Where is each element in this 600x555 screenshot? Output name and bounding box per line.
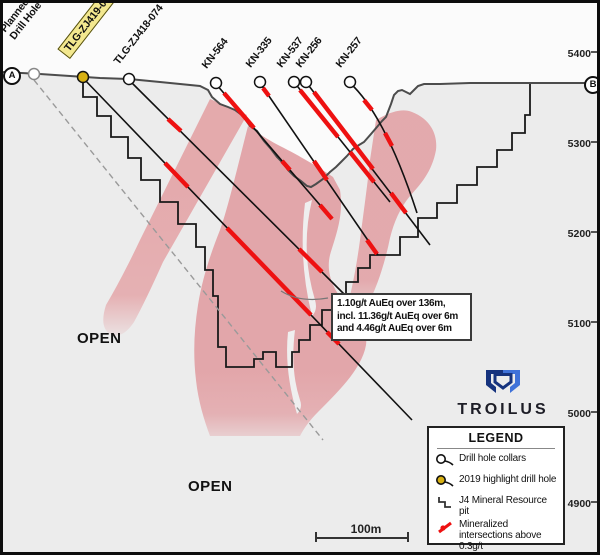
collar-tlg-zj418-074 <box>122 72 136 86</box>
pit-outline-icon <box>435 495 459 514</box>
open-label-lower: OPEN <box>188 478 233 495</box>
section-marker-b: B <box>584 76 597 94</box>
mineralized-intersections <box>163 86 408 346</box>
collar-planned <box>27 67 41 81</box>
legend-divider <box>437 448 555 449</box>
troilus-logo: TROILUS <box>451 365 555 419</box>
elevation-label: 4900 <box>567 498 591 510</box>
legend-item-intersections: Mineralized intersections above 0.3g/t <box>435 519 557 552</box>
elevation-label: 5000 <box>567 408 591 420</box>
planned-drill-hole-trace <box>33 79 324 441</box>
mineralized-zone-right <box>342 110 437 332</box>
elevation-ticks <box>591 51 597 503</box>
elevation-label: 5300 <box>567 138 591 150</box>
legend-item-collars: Drill hole collars <box>435 453 557 472</box>
zone-gap-sliver <box>287 330 301 414</box>
legend-title: LEGEND <box>468 431 524 445</box>
elevation-label: 5100 <box>567 318 591 330</box>
legend-item-label: Mineralized intersections above 0.3g/t <box>459 519 542 552</box>
collar-tlg-zj419-094 <box>76 70 90 84</box>
collar-kn-335 <box>253 75 267 89</box>
troilus-logo-icon <box>486 370 520 393</box>
open-label-upper: OPEN <box>77 330 122 347</box>
j4-resource-pit-outline <box>82 78 531 368</box>
collar-kn-257 <box>343 75 357 89</box>
annotation-line-1: 1.10g/t AuEq over 136m, <box>337 298 446 309</box>
annotation-line-3: and 4.46g/t AuEq over 6m <box>337 323 452 335</box>
highlight-collar-icon <box>435 474 459 493</box>
drill-hole-collar-icon <box>435 453 459 472</box>
scale-bar-label: 100m <box>350 522 382 536</box>
section-marker-a: A <box>3 67 21 85</box>
legend-item-pit: J4 Mineral Resource pit <box>435 495 557 517</box>
legend-item-highlight-collar: 2019 highlight drill hole <box>435 474 557 493</box>
legend: LEGEND Drill hole collars 2019 highlight… <box>427 426 565 552</box>
intersection-annotation: 1.10g/t AuEq over 136m, incl. 11.36g/t A… <box>331 293 472 341</box>
drill-hole-collars <box>27 67 357 90</box>
mineralized-zone-left <box>103 99 248 336</box>
troilus-logo-text: TROILUS <box>457 401 549 418</box>
annotation-leader-line <box>280 290 329 301</box>
elevation-label: 5200 <box>567 228 591 240</box>
scale-bar <box>315 532 409 542</box>
elevation-label: 5400 <box>567 48 591 60</box>
collar-kn-537 <box>287 75 301 89</box>
legend-item-label: J4 Mineral Resource pit <box>459 495 547 517</box>
collar-kn-256 <box>299 75 313 89</box>
legend-item-label: 2019 highlight drill hole <box>459 474 557 485</box>
collar-kn-564 <box>209 76 223 90</box>
trace-kn-257 <box>349 82 418 214</box>
mineralized-intersection-icon <box>435 519 459 540</box>
annotation-line-2: incl. 11.36g/t AuEq over 6m <box>337 310 459 322</box>
zone-gap-sliver <box>302 200 316 316</box>
legend-item-label: Drill hole collars <box>459 453 526 464</box>
